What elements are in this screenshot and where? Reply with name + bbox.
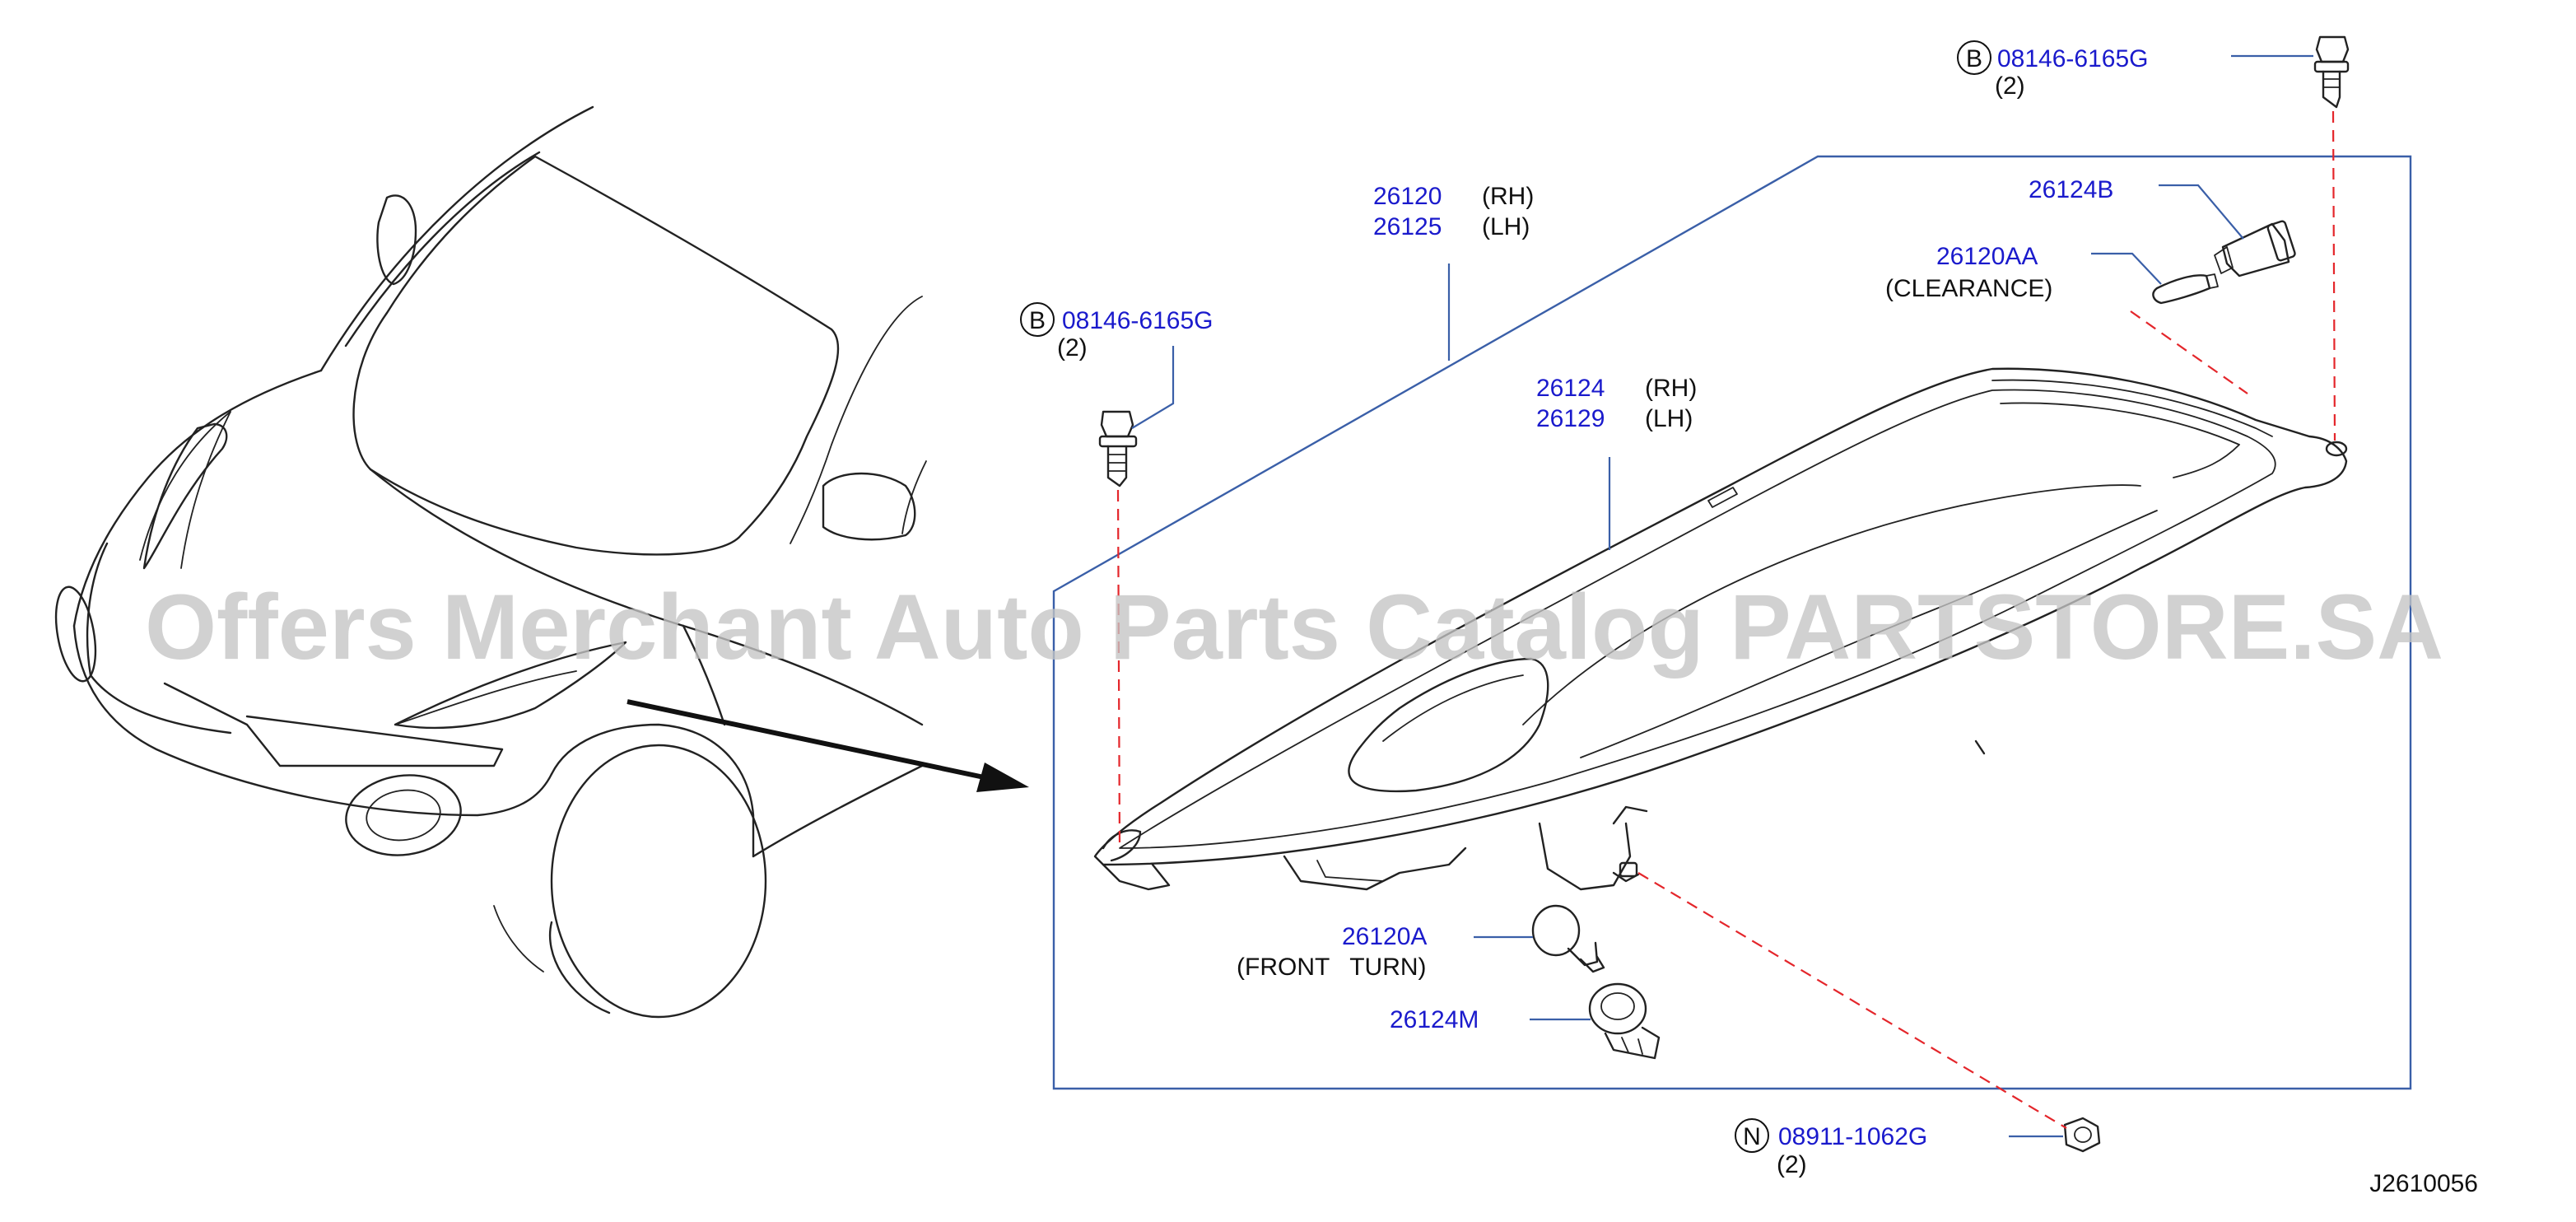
part-number-lh: 26129 bbox=[1536, 405, 1605, 432]
bolt-top-right bbox=[2313, 35, 2350, 109]
part-number-lh: 26125 bbox=[1373, 213, 1442, 240]
side-rh: (RH) bbox=[1482, 183, 1534, 210]
watermark-text: Offers Merchant Auto Parts Catalog PARTS… bbox=[145, 576, 2443, 679]
callout-headlamp-assembly: 26120 (RH) 26125 (LH) bbox=[1373, 183, 1534, 240]
headlamp-assembly bbox=[1093, 367, 2348, 891]
side-lh: (LH) bbox=[1645, 405, 1693, 432]
side-rh: (RH) bbox=[1645, 375, 1697, 402]
part-number-rh: 26124 bbox=[1536, 375, 1605, 402]
quantity: (2) bbox=[1057, 334, 1088, 361]
front-turn-bulb bbox=[1531, 904, 1605, 973]
clearance-bulb bbox=[2152, 273, 2219, 305]
callout-prefix: N bbox=[1743, 1123, 1761, 1150]
callout-bolt-top-right: B 08146-6165G (2) bbox=[1957, 40, 2149, 100]
side-lh: (LH) bbox=[1482, 213, 1530, 240]
callout-bolt-left: B 08146-6165G (2) bbox=[1020, 302, 1213, 361]
callout-clearance-socket: 26124B bbox=[2029, 176, 2113, 203]
quantity: (2) bbox=[1777, 1151, 1807, 1178]
quantity: (2) bbox=[1995, 72, 2025, 100]
callout-nut-bottom: N 08911-1062G (2) bbox=[1735, 1118, 1927, 1178]
part-description: (CLEARANCE) bbox=[1885, 275, 2052, 302]
part-number: 26120AA bbox=[1936, 243, 2038, 270]
clearance-socket bbox=[2214, 220, 2296, 278]
part-number: 08146-6165G bbox=[1062, 307, 1213, 334]
bolt-left bbox=[1098, 410, 1138, 487]
callout-prefix: B bbox=[1966, 45, 1982, 72]
part-number: 26120A bbox=[1342, 923, 1427, 950]
callout-clearance-bulb: 26120AA (CLEARANCE) bbox=[1885, 243, 2052, 302]
vehicle-front-illustration bbox=[54, 105, 927, 1019]
callout-front-turn-bulb: 26120A (FRONT TURN) bbox=[1237, 923, 1427, 981]
diagram-id: J2610056 bbox=[2369, 1170, 2478, 1197]
part-description: (FRONT TURN) bbox=[1237, 954, 1427, 981]
part-number-rh: 26120 bbox=[1373, 183, 1442, 210]
nut-bottom bbox=[2063, 1117, 2101, 1153]
part-number: 26124B bbox=[2029, 176, 2113, 203]
part-number: 08911-1062G bbox=[1778, 1123, 1927, 1150]
part-number: 26124M bbox=[1390, 1006, 1479, 1033]
callout-front-turn-socket: 26124M bbox=[1390, 1006, 1479, 1033]
callout-housing: 26124 (RH) 26129 (LH) bbox=[1536, 375, 1697, 432]
part-number: 08146-6165G bbox=[1997, 45, 2149, 72]
direction-arrow bbox=[627, 699, 1029, 792]
assembly-frame bbox=[1052, 155, 2412, 1090]
leader-lines bbox=[1131, 54, 2313, 1138]
dashed-guides bbox=[1116, 110, 2336, 1129]
front-turn-socket bbox=[1588, 982, 1661, 1060]
callout-prefix: B bbox=[1029, 307, 1046, 334]
